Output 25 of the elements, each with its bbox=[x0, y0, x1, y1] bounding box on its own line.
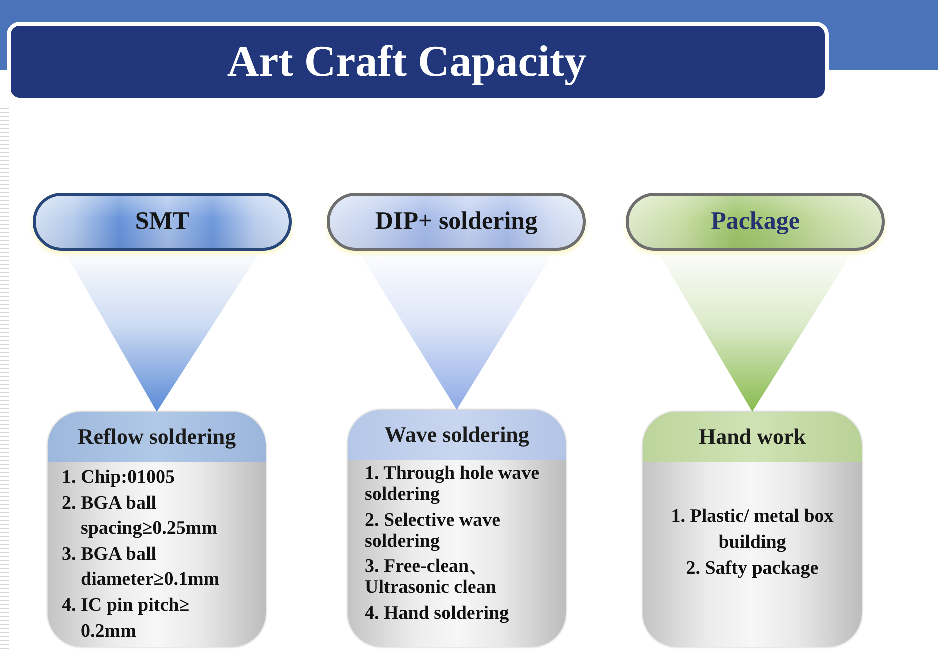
category-pill bbox=[626, 193, 885, 251]
list-item: 1. Chip:01005 bbox=[62, 466, 176, 490]
category-pill bbox=[33, 193, 292, 251]
process-card bbox=[643, 412, 862, 647]
list-item: 1. Through hole wave soldering bbox=[365, 463, 541, 505]
page-title: Art Craft Capacity bbox=[227, 38, 587, 86]
category-title: SMT bbox=[135, 208, 190, 236]
list-item: 4. IC pin pitch≥ 0.2mm bbox=[62, 594, 191, 644]
category-title: DIP+ soldering bbox=[375, 208, 538, 236]
down-arrow bbox=[658, 253, 852, 412]
category-title: Package bbox=[711, 208, 800, 236]
process-card bbox=[348, 410, 566, 647]
list-item: 2. Safty package bbox=[685, 557, 820, 581]
process-header: Wave soldering bbox=[348, 410, 566, 460]
list-item: 2. BGA ball spacing≥0.25mm bbox=[62, 492, 219, 542]
process-card bbox=[48, 412, 266, 647]
process-header: Hand work bbox=[643, 412, 862, 462]
list-item: 3. BGA ball diameter≥0.1mm bbox=[62, 542, 221, 592]
down-arrow bbox=[66, 253, 260, 412]
list-item: 3. Free-clean、 Ultrasonic clean bbox=[365, 556, 498, 598]
process-header: Reflow soldering bbox=[48, 412, 266, 462]
list-item: 2. Selective wave soldering bbox=[365, 510, 502, 552]
list-item: 1. Plastic/ metal box building bbox=[670, 505, 835, 555]
list-item: 4. Hand soldering bbox=[365, 602, 510, 624]
category-pill bbox=[327, 193, 586, 251]
